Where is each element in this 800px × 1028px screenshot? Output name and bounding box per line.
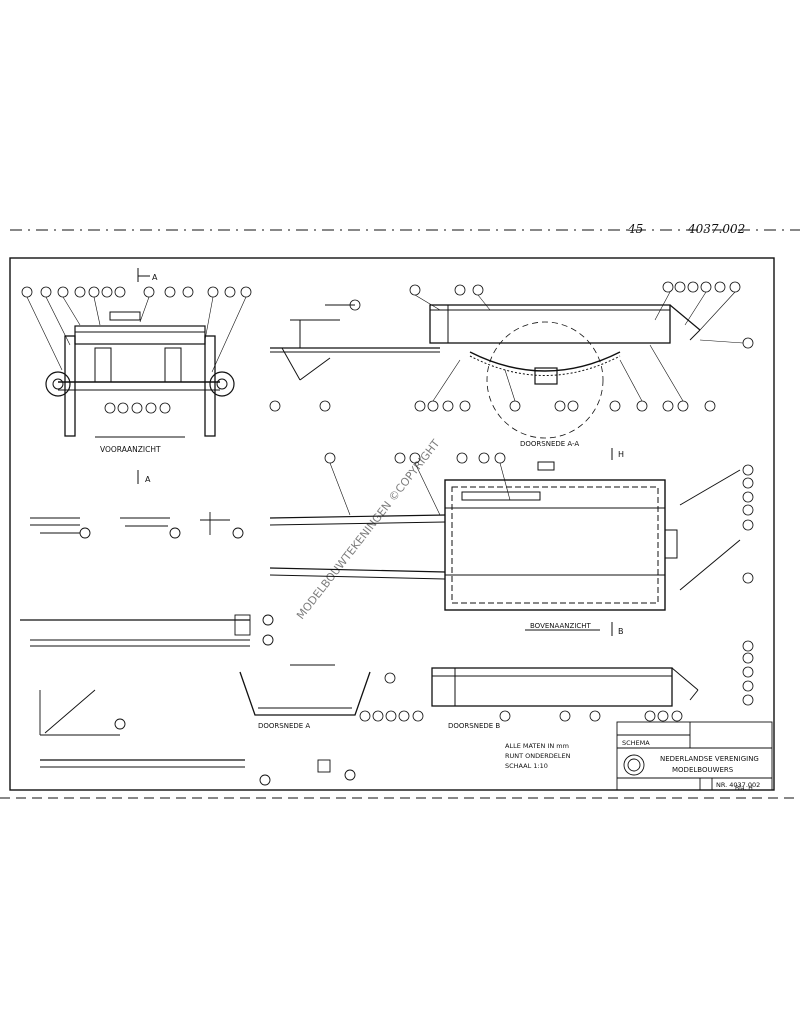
top-view-label: BOVENAANZICHT [530, 622, 592, 630]
arrow-a-bottom: A [145, 475, 151, 484]
arrow-a-top: A [152, 273, 158, 282]
front-view: A VOORAANZICHT A [21, 268, 252, 484]
title-block-scheme: SCHEMA [622, 739, 650, 747]
side-view [269, 281, 754, 439]
drawing-number: NR. 4037.002 [716, 781, 760, 789]
arrow-b: B [618, 627, 624, 636]
arrow-h: H [618, 450, 624, 459]
front-view-label: VOORAANZICHT [100, 445, 161, 454]
org-name-line-1: NEDERLANDSE VERENIGING [660, 755, 759, 763]
sheet-footer-mark: Bla. H [735, 785, 753, 792]
drawing-frame [9, 257, 775, 791]
copyright-watermark: MODELBOUWTEKENINGEN ©COPYRIGHT [294, 437, 442, 622]
top-section-label: DOORSNEDE A-A [520, 440, 579, 448]
section-a-label: DOORSNEDE A [258, 722, 310, 730]
detail-parts [20, 512, 356, 786]
note-line-2: RUNT ONDERDELEN [505, 752, 571, 760]
section-b: DOORSNEDE B [431, 640, 754, 730]
section-a: DOORSNEDE A [239, 664, 424, 730]
title-block: SCHEMA NEDERLANDSE VERENIGING MODELBOUWE… [616, 721, 773, 791]
handwritten-ref-left: 45 [627, 222, 643, 236]
section-b-label: DOORSNEDE B [448, 722, 500, 730]
top-view: DOORSNEDE A-A H BOVENAANZICHT B [269, 440, 754, 636]
notes-block: ALLE MATEN IN mm RUNT ONDERDELEN SCHAAL … [505, 742, 571, 770]
handwritten-ref-right: 4037.002 [687, 222, 745, 236]
note-line-3: SCHAAL 1:10 [505, 762, 548, 770]
note-line-1: ALLE MATEN IN mm [505, 742, 569, 750]
org-name-line-2: MODELBOUWERS [672, 766, 734, 774]
